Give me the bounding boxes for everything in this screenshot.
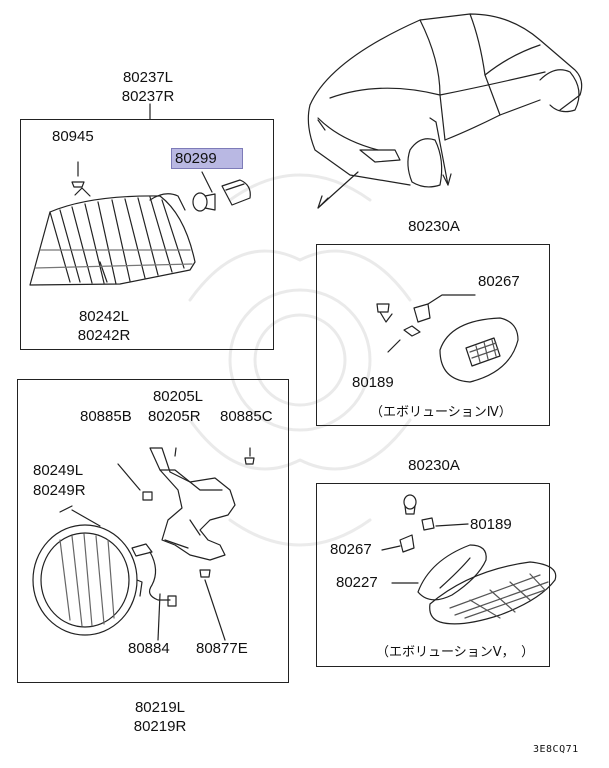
part-label-80299[interactable]: 80299	[175, 150, 217, 167]
side-lamp-a-graphic	[376, 294, 519, 383]
part-label-80249r[interactable]: 80249R	[33, 482, 86, 499]
variant-caption-evo4: （エボリューションⅣ）	[370, 404, 512, 419]
part-label-80884[interactable]: 80884	[128, 640, 170, 657]
part-label-80219r[interactable]: 80219R	[133, 718, 187, 735]
side-lamp-a-box	[316, 244, 550, 426]
part-label-80885b[interactable]: 80885B	[80, 408, 132, 425]
part-label-80249l[interactable]: 80249L	[33, 462, 84, 479]
part-label-80230a-bottom[interactable]: 80230A	[408, 457, 460, 474]
part-label-80945[interactable]: 80945	[52, 128, 94, 145]
part-label-80219l[interactable]: 80219L	[134, 699, 186, 716]
part-label-80885c[interactable]: 80885C	[220, 408, 273, 425]
side-lamp-b-graphic	[381, 494, 557, 625]
variant-caption-evo5: （エボリューションⅤ， ）	[376, 644, 535, 659]
part-label-80267-a[interactable]: 80267	[478, 273, 520, 290]
part-label-80242r[interactable]: 80242R	[77, 327, 131, 344]
side-lamp-b-box	[316, 483, 550, 667]
car-outline-graphic	[307, 13, 583, 209]
part-label-80267-b[interactable]: 80267	[330, 541, 372, 558]
part-label-80205r[interactable]: 80205R	[148, 408, 201, 425]
part-label-80237r[interactable]: 80237R	[121, 88, 175, 105]
watermark-graphic	[188, 173, 412, 547]
part-label-80227[interactable]: 80227	[336, 574, 378, 591]
part-label-80237l[interactable]: 80237L	[122, 69, 174, 86]
headlamp-box	[17, 379, 289, 683]
part-label-80205l[interactable]: 80205L	[152, 388, 204, 405]
part-label-80242l[interactable]: 80242L	[78, 308, 130, 325]
part-label-80877e[interactable]: 80877E	[196, 640, 248, 657]
headlamp-graphic	[32, 447, 255, 641]
part-label-80230a-top[interactable]: 80230A	[408, 218, 460, 235]
turn-lamp-graphic	[29, 179, 251, 286]
figure-code: 3E8CQ71	[533, 744, 579, 755]
part-80299-highlight	[171, 148, 243, 169]
part-label-80189-b[interactable]: 80189	[470, 516, 512, 533]
turn-lamp-box	[20, 119, 274, 350]
part-label-80189-a[interactable]: 80189	[352, 374, 394, 391]
